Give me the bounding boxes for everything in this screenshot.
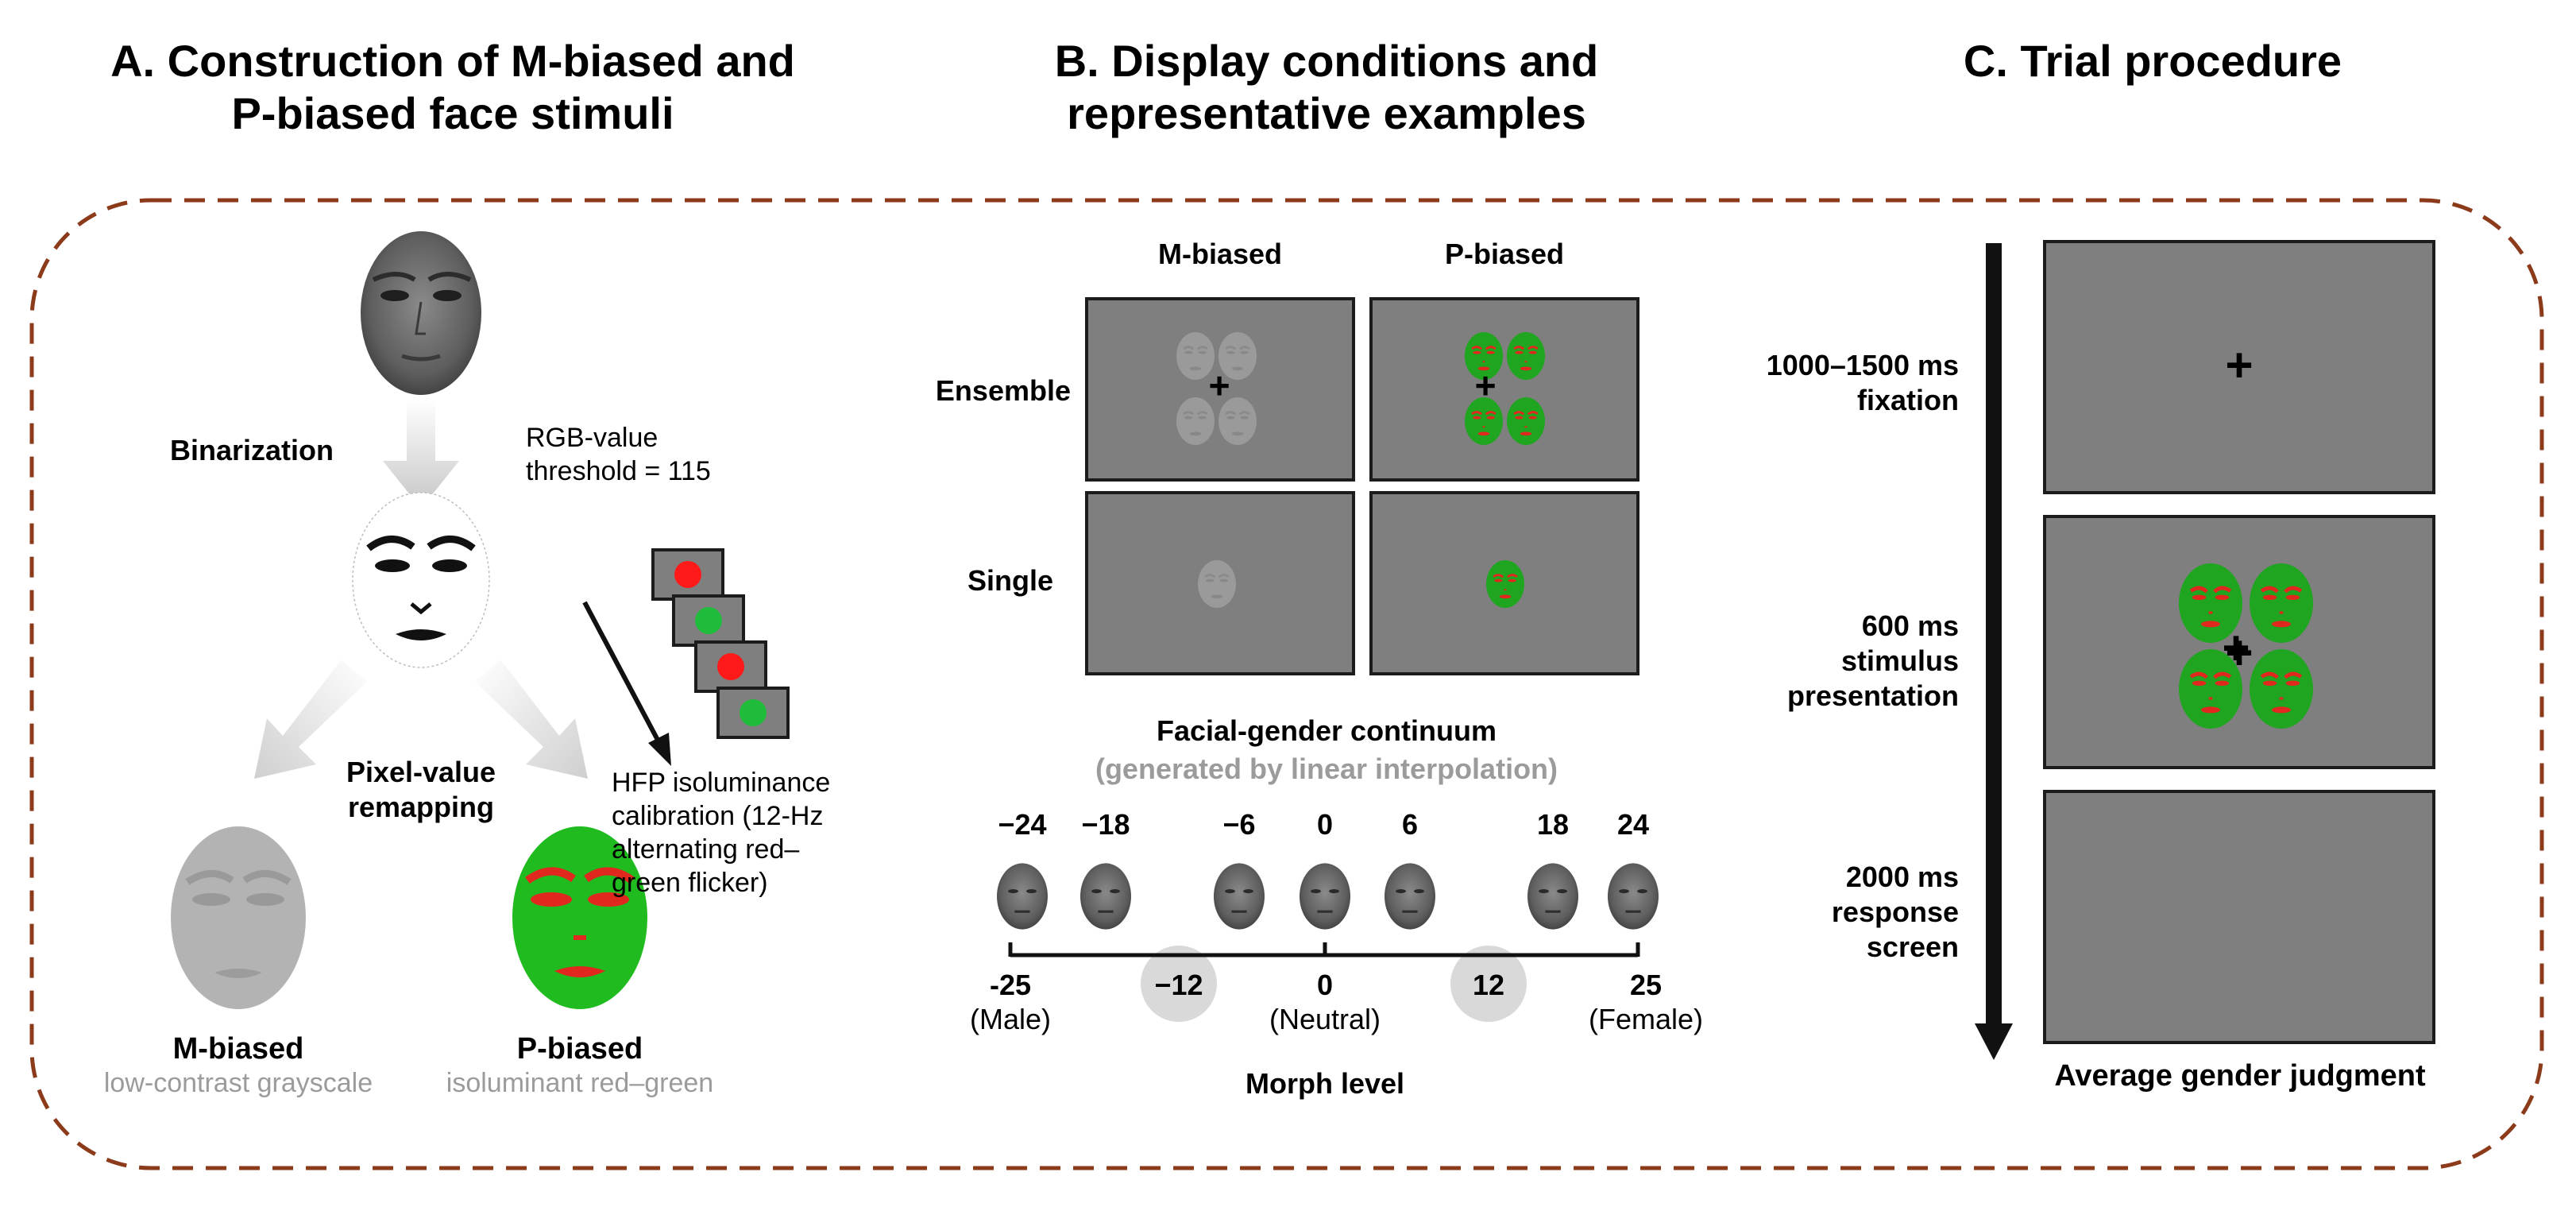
fixation-cross-overlay: + bbox=[1208, 365, 1230, 406]
hfp-calibration-label: HFP isoluminance calibration (12-Hz alte… bbox=[612, 766, 830, 899]
step1-name: fixation bbox=[1856, 384, 1959, 416]
highlight-12 bbox=[1450, 946, 1527, 1022]
morph-level-label: 24 bbox=[1616, 808, 1650, 841]
step3-name-line1: response bbox=[1831, 896, 1959, 928]
m-biased-sublabel: low-contrast grayscale bbox=[103, 1068, 373, 1098]
display-m-single bbox=[1085, 491, 1355, 675]
trial-step-fixation: 1000–1500 ms fixation bbox=[1668, 348, 1959, 418]
axis-tick-label: (Neutral) bbox=[1269, 1003, 1381, 1035]
morph-level-label: 0 bbox=[1316, 808, 1334, 841]
fixation-cross-overlay: + bbox=[1474, 365, 1497, 406]
column-m-biased: M-biased bbox=[1157, 238, 1283, 270]
hfp-line1: HFP isoluminance bbox=[612, 768, 831, 798]
hfp-arrow-head bbox=[648, 733, 671, 766]
m-biased-label: M-biased bbox=[172, 1032, 304, 1066]
step2-name-line2: presentation bbox=[1786, 679, 1959, 712]
pixel-remap-line2: remapping bbox=[347, 791, 495, 823]
panel-a-title: A. Construction of M-biased and P-biased… bbox=[24, 35, 882, 140]
trial-screen-fixation: + bbox=[2043, 240, 2435, 494]
trial-step-stimulus: 600 ms stimulus presentation bbox=[1668, 609, 1959, 714]
m-biased-face bbox=[171, 826, 306, 1009]
p-biased-label: P-biased bbox=[516, 1032, 643, 1066]
trial-step-response: 2000 ms response screen bbox=[1668, 860, 1959, 965]
column-p-biased: P-biased bbox=[1444, 238, 1565, 270]
step2-name-line1: stimulus bbox=[1840, 644, 1959, 677]
trial-screen-response bbox=[2043, 790, 2435, 1044]
row-single: Single bbox=[967, 564, 1053, 597]
pixel-remap-line1: Pixel-value bbox=[346, 756, 496, 788]
continuum-title: Facial-gender continuum bbox=[1156, 714, 1497, 747]
binarized-face bbox=[352, 492, 490, 668]
morph-level-label: −24 bbox=[998, 808, 1047, 841]
original-face-photo bbox=[361, 231, 481, 395]
panel-a-title-line1: A. Construction of M-biased and bbox=[110, 36, 795, 86]
highlight-minus12 bbox=[1141, 946, 1217, 1022]
step3-duration: 2000 ms bbox=[1845, 861, 1959, 893]
arrow-remap-left bbox=[254, 660, 367, 779]
fixation-cross-overlay: + bbox=[2222, 621, 2250, 675]
fixation-cross: + bbox=[2225, 339, 2254, 392]
axis-tick-female: 25 (Female) bbox=[1566, 968, 1725, 1036]
morph-axis-title: Morph level bbox=[1245, 1067, 1405, 1100]
axis-tick-male: -25 (Male) bbox=[947, 968, 1074, 1036]
continuum-subtitle: (generated by linear interpolation) bbox=[1095, 752, 1558, 785]
panel-b-title-line2: representative examples bbox=[1067, 88, 1586, 138]
panel-b-title: B. Display conditions and representative… bbox=[953, 35, 1700, 140]
panel-a-title-line2: P-biased face stimuli bbox=[231, 88, 674, 138]
p-biased-sublabel: isoluminant red–green bbox=[446, 1068, 714, 1098]
step3-name-line2: screen bbox=[1866, 930, 1959, 963]
hfp-line2: calibration (12-Hz bbox=[612, 801, 824, 831]
axis-tick-12: 12 bbox=[1472, 969, 1505, 1001]
step1-duration: 1000–1500 ms bbox=[1766, 349, 1959, 381]
panel-c-title: C. Trial procedure bbox=[1963, 36, 2342, 86]
morph-level-label: 6 bbox=[1401, 808, 1419, 841]
morph-level-label: −6 bbox=[1222, 808, 1256, 841]
rgb-threshold-line2: threshold = 115 bbox=[526, 456, 711, 486]
axis-tick-value: 0 bbox=[1316, 969, 1334, 1001]
p-biased-face bbox=[512, 826, 647, 1009]
axis-tick-label: (Female) bbox=[1588, 1003, 1704, 1035]
trial-caption: Average gender judgment bbox=[2054, 1059, 2426, 1093]
hfp-line4: green flicker) bbox=[612, 868, 768, 898]
trial-time-arrow-head bbox=[1975, 1023, 2013, 1060]
fixation-cross: + bbox=[2225, 626, 2254, 679]
dashed-frame bbox=[29, 198, 2544, 1170]
m-biased-caption: M-biased low-contrast grayscale bbox=[71, 1031, 405, 1100]
hfp-flicker-stack bbox=[651, 548, 790, 739]
hfp-line3: alternating red– bbox=[612, 834, 800, 865]
morph-face-thumbnails bbox=[995, 861, 1660, 931]
arrow-remap-right bbox=[475, 660, 588, 779]
trial-screen-stimulus: + bbox=[2043, 515, 2435, 769]
axis-tick-label: (Male) bbox=[969, 1003, 1051, 1035]
step2-duration: 600 ms bbox=[1861, 609, 1959, 642]
axis-tick-neutral: 0 (Neutral) bbox=[1246, 968, 1404, 1036]
hfp-arrow-line bbox=[582, 601, 662, 745]
morph-level-label: 18 bbox=[1536, 808, 1570, 841]
arrow-binarization bbox=[383, 399, 459, 509]
p-biased-caption: P-biased isoluminant red–green bbox=[413, 1031, 747, 1100]
rgb-threshold-line1: RGB-value bbox=[526, 423, 658, 453]
axis-tick-minus12: −12 bbox=[1154, 969, 1203, 1001]
pixel-remap-label: Pixel-value remapping bbox=[302, 755, 540, 825]
morph-level-label: −18 bbox=[1081, 808, 1130, 841]
axis-tick-value: 25 bbox=[1629, 969, 1663, 1001]
rgb-threshold-label: RGB-value threshold = 115 bbox=[526, 421, 711, 488]
axis-tick-value: -25 bbox=[989, 969, 1032, 1001]
panel-b-title-line1: B. Display conditions and bbox=[1054, 36, 1599, 86]
binarization-label: Binarization bbox=[170, 434, 334, 466]
row-ensemble: Ensemble bbox=[935, 374, 1071, 407]
display-p-single bbox=[1369, 491, 1639, 675]
